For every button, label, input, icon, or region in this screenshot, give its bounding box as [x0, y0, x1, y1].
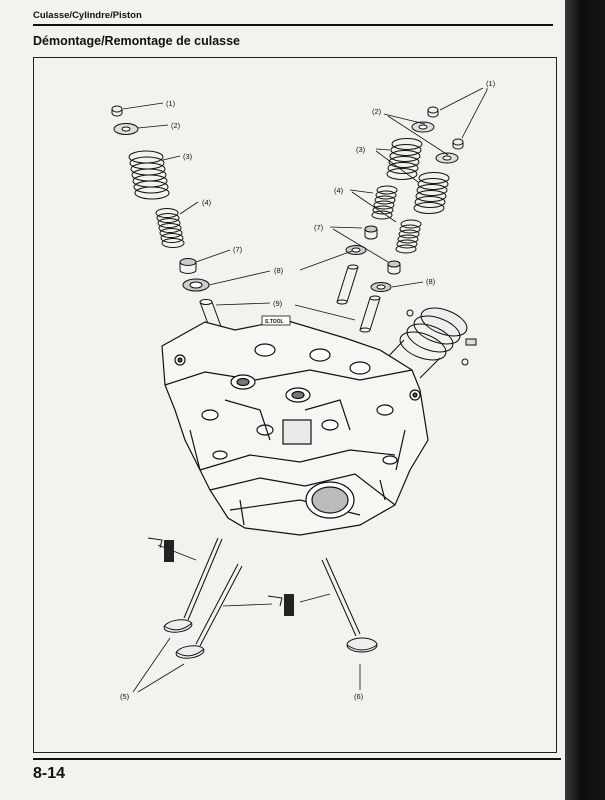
right-outer-springs — [386, 138, 450, 214]
left-outer-spring — [128, 150, 170, 200]
right-spring-seats — [345, 245, 392, 292]
tool-tag-text: S.TOOL — [265, 319, 284, 325]
left-retainer-cotter — [111, 105, 123, 117]
right-retainer-cotters — [427, 106, 464, 150]
callout-labels: (1) (2) (3) (4) (7) (8) (9) (1) (2) (3) … — [120, 79, 496, 701]
left-spring-retainer — [113, 123, 139, 135]
callout-8-right: (8) — [426, 277, 436, 286]
diagram-frame — [33, 57, 557, 753]
callout-1-right: (1) — [486, 79, 496, 88]
section-header: Culasse/Cylindre/Piston — [33, 10, 142, 21]
special-tool-tag: S.TOOL — [261, 315, 291, 326]
right-inner-springs — [371, 185, 422, 254]
callout-9: (9) — [273, 299, 283, 308]
cylinder-head — [161, 319, 429, 536]
callout-6: (6) — [354, 692, 364, 701]
intake-boot — [384, 307, 477, 379]
callout-8-center: (8) — [274, 266, 284, 275]
callout-4-left: (4) — [202, 198, 212, 207]
callout-4-right: (4) — [334, 186, 344, 195]
left-spring-seat — [182, 278, 210, 292]
callout-1-left: (1) — [166, 99, 176, 108]
callout-7-left: (7) — [233, 245, 243, 254]
right-valve — [321, 557, 378, 653]
callout-2-right: (2) — [372, 107, 382, 116]
callout-7-right: (7) — [314, 223, 324, 232]
binding-shadow — [565, 0, 605, 800]
torque-symbol-left — [147, 537, 174, 562]
right-stem-seals — [364, 225, 401, 275]
right-valve-guides — [336, 264, 381, 333]
callout-2-left: (2) — [171, 121, 181, 130]
left-valves — [163, 537, 243, 659]
torque-symbol-right — [267, 594, 294, 616]
header-rule — [33, 24, 553, 26]
callout-3-left: (3) — [183, 152, 193, 161]
left-stem-seal — [179, 258, 197, 274]
callout-5: (5) — [120, 692, 130, 701]
callout-3-right: (3) — [356, 145, 366, 154]
leader-lines — [122, 87, 488, 693]
page-title: Démontage/Remontage de culasse — [33, 34, 241, 48]
right-spring-retainers — [411, 121, 459, 164]
left-inner-spring — [155, 208, 185, 248]
page-number: 8-14 — [33, 765, 66, 782]
footer-rule — [33, 758, 561, 760]
